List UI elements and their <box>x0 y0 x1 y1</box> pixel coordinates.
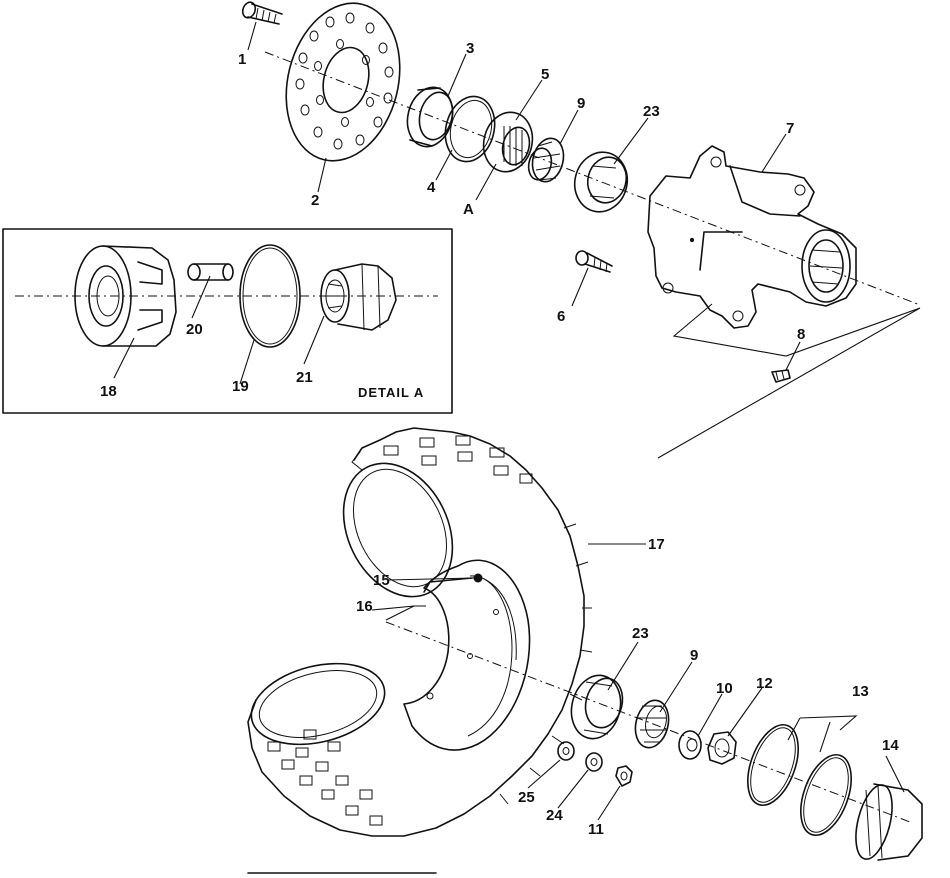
part-2-brake-disc <box>285 2 401 162</box>
part-9-roller-bearing-bottom <box>634 699 670 749</box>
part-16-rim <box>403 559 531 751</box>
label-25: 25 <box>518 789 535 806</box>
part-9-roller-bearing-top <box>527 137 565 183</box>
label-3: 3 <box>466 40 474 57</box>
part-25-washer <box>557 741 575 761</box>
part-4-seal-ring <box>444 95 496 163</box>
part-10-washer-hole <box>686 738 698 752</box>
label-15: 15 <box>373 572 390 589</box>
part-17-tire-bead-lower <box>250 662 386 746</box>
label-8: 8 <box>797 326 805 343</box>
label-10: 10 <box>716 680 733 697</box>
part-8-grease-fitting <box>771 369 791 383</box>
part-25-washer-hole <box>562 747 570 755</box>
label-20: 20 <box>186 321 203 338</box>
part-15-valve-stem <box>423 577 473 593</box>
part-12-nut <box>707 731 737 765</box>
label-9-top: 9 <box>577 95 585 112</box>
label-11: 11 <box>588 821 604 838</box>
part-20-pin <box>187 263 234 281</box>
label-23-bottom: 23 <box>632 625 649 642</box>
label-5: 5 <box>541 66 549 83</box>
detail-a-frame <box>2 228 453 414</box>
label-14: 14 <box>882 737 899 754</box>
label-7: 7 <box>786 120 794 137</box>
hub-connector-lines <box>657 303 921 459</box>
part-1-bolt <box>241 1 283 25</box>
part-11-lug-nut <box>615 765 633 787</box>
detail-a-caption: DETAIL A <box>358 385 424 400</box>
part-5-bearing-housing <box>482 111 534 173</box>
label-9-bottom: 9 <box>690 647 698 664</box>
part-18-carrier <box>74 245 177 347</box>
part-14-hub-cap <box>855 783 923 861</box>
part-17-tire-tread-edge <box>351 451 593 805</box>
label-19: 19 <box>232 378 249 395</box>
leader-lines <box>113 21 905 821</box>
wheel-assembly-axis <box>385 621 911 823</box>
label-18: 18 <box>100 383 117 400</box>
label-17: 17 <box>648 536 665 553</box>
label-12: 12 <box>756 675 773 692</box>
label-13: 13 <box>852 683 869 700</box>
label-16: 16 <box>356 598 373 615</box>
part-3-ring <box>406 86 454 148</box>
part-6-hub-bolt <box>575 250 613 273</box>
part-labels: 1 2 3 4 5 A 9 23 7 6 8 20 18 19 21 DETAI… <box>100 40 899 838</box>
part-10-washer <box>678 730 702 760</box>
label-21: 21 <box>296 369 313 386</box>
part-24-lock-washer <box>585 752 603 772</box>
part-17-tread-blocks <box>267 435 533 826</box>
part-23-bearing-race-bottom <box>570 674 624 740</box>
part-17-tire-bead-upper <box>342 462 454 598</box>
part-21-castle-nut <box>320 263 397 331</box>
part-19-o-ring <box>239 244 301 348</box>
label-24: 24 <box>546 807 563 824</box>
label-2: 2 <box>311 192 319 209</box>
part-13-o-rings <box>747 715 858 836</box>
part-17-tire-bead-lower-inner <box>258 670 378 738</box>
part-24-lock-washer-hole <box>590 758 598 766</box>
label-4: 4 <box>427 179 436 196</box>
part-23-bearing-race-top <box>573 151 629 213</box>
label-A: A <box>463 201 474 218</box>
label-1: 1 <box>238 51 246 68</box>
part-19-o-ring-inner <box>242 247 298 345</box>
label-6: 6 <box>557 308 565 325</box>
part-17-tire <box>247 427 585 837</box>
top-assembly-axis <box>264 51 921 306</box>
label-23-top: 23 <box>643 103 660 120</box>
part-7-hub <box>647 145 857 329</box>
